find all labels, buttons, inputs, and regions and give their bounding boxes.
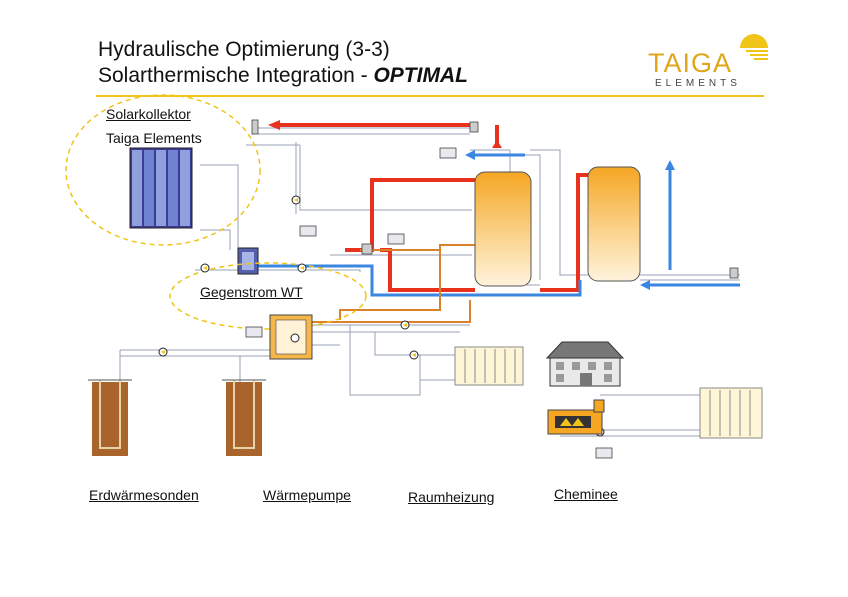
counterflow-heat-exchanger bbox=[237, 247, 259, 275]
header-divider bbox=[96, 95, 764, 97]
heat-pump bbox=[269, 314, 313, 360]
cold-arrow-icons bbox=[465, 150, 675, 290]
exchanger-highlight-ellipse bbox=[169, 262, 367, 330]
ground-probes bbox=[88, 379, 266, 456]
radiator-fireplace bbox=[699, 387, 763, 439]
pump-icons bbox=[158, 195, 605, 437]
logo-name: TAIGA bbox=[648, 48, 733, 78]
warm-pipes bbox=[312, 244, 475, 323]
storage-tank-secondary bbox=[587, 166, 641, 282]
label-ground-probes: Erdwärmesonden bbox=[89, 487, 199, 503]
hot-arrow-icons bbox=[268, 120, 502, 148]
page-subtitle: Solarthermische Integration - OPTIMAL bbox=[98, 64, 468, 88]
solar-collector bbox=[129, 147, 193, 229]
subtitle-prefix: Solarthermische Integration - bbox=[98, 64, 374, 87]
cold-pipes bbox=[255, 153, 740, 297]
valve-icons bbox=[251, 119, 739, 279]
storage-tank-main bbox=[474, 171, 532, 287]
hot-pipes bbox=[278, 123, 590, 292]
pipe-network bbox=[119, 127, 740, 437]
label-solar-collector: Solarkollektor bbox=[106, 106, 191, 122]
label-solar-brand: Taiga Elements bbox=[106, 130, 202, 146]
logo-subname: ELEMENTS bbox=[655, 78, 741, 89]
subtitle-emphasis: OPTIMAL bbox=[373, 64, 468, 87]
label-heat-exchanger: Gegenstrom WT bbox=[200, 284, 303, 300]
house-icon bbox=[545, 341, 625, 387]
label-heat-pump: Wärmepumpe bbox=[263, 487, 351, 503]
radiator-room bbox=[454, 346, 524, 386]
page-title: Hydraulische Optimierung (3-3) bbox=[98, 38, 390, 61]
controller-icons bbox=[245, 147, 613, 459]
logo-sun-icon bbox=[740, 34, 768, 60]
label-fireplace: Cheminee bbox=[554, 486, 618, 502]
label-room-heating: Raumheizung bbox=[408, 489, 495, 505]
fireplace-icon bbox=[547, 399, 605, 435]
